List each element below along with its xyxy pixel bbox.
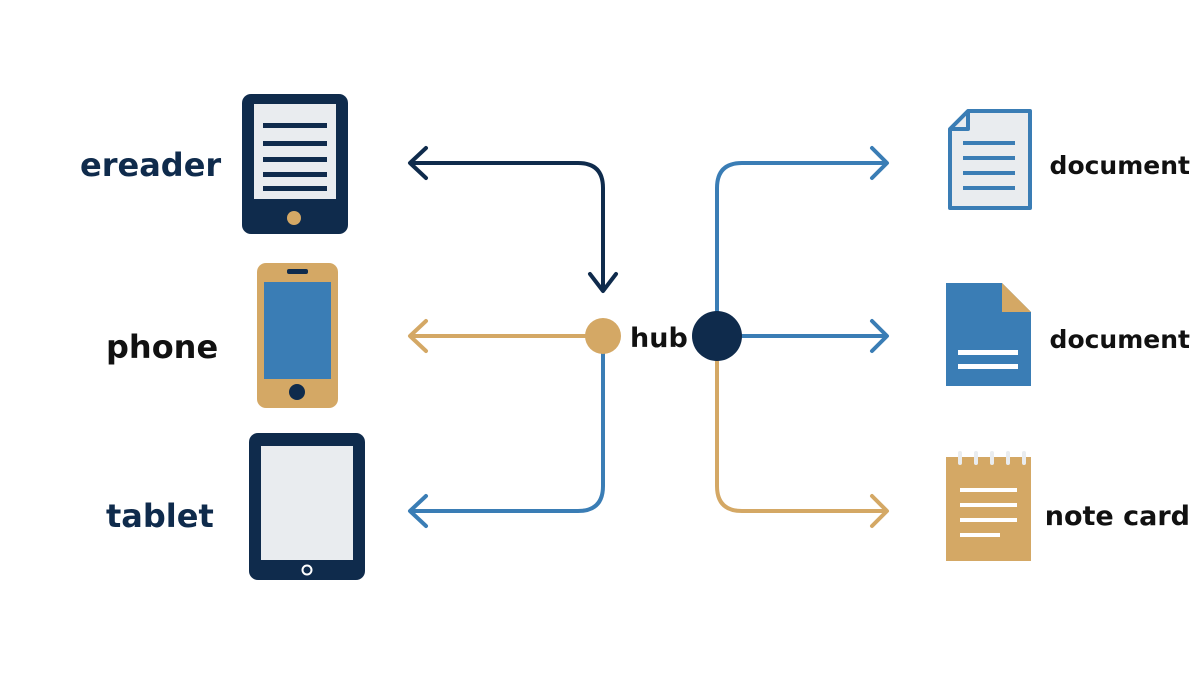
- document-icon: [948, 109, 1032, 210]
- output-label-document-2: document: [1050, 325, 1190, 354]
- ereader-icon: [242, 94, 348, 234]
- arrowhead-to-tablet: [408, 494, 428, 528]
- device-label-phone: phone: [106, 328, 218, 366]
- arrowhead-to-document-1: [870, 146, 889, 180]
- device-label-ereader: ereader: [80, 146, 221, 184]
- arrowhead-to-document-2: [870, 319, 889, 353]
- document-folded-icon: [946, 283, 1031, 386]
- output-label-document-1: document: [1050, 151, 1190, 180]
- connector-document-1: [715, 161, 887, 338]
- arrowhead-to-hub: [588, 272, 618, 293]
- connector-ereader: [410, 161, 605, 290]
- hub-left-node: [585, 318, 621, 354]
- output-label-note-card: note card: [1045, 501, 1190, 532]
- arrowhead-to-phone: [408, 319, 428, 353]
- connector-note-card: [715, 358, 887, 513]
- connector-tablet: [410, 350, 605, 513]
- arrowhead-to-ereader: [408, 146, 428, 180]
- hub-label: hub: [630, 323, 688, 354]
- hub-right-node: [692, 311, 742, 361]
- device-label-tablet: tablet: [106, 497, 214, 535]
- notepad-icon: [946, 451, 1031, 561]
- tablet-icon: [249, 433, 365, 580]
- arrowhead-to-note-card: [870, 494, 889, 528]
- phone-icon: [257, 263, 338, 408]
- connectors: [408, 146, 889, 528]
